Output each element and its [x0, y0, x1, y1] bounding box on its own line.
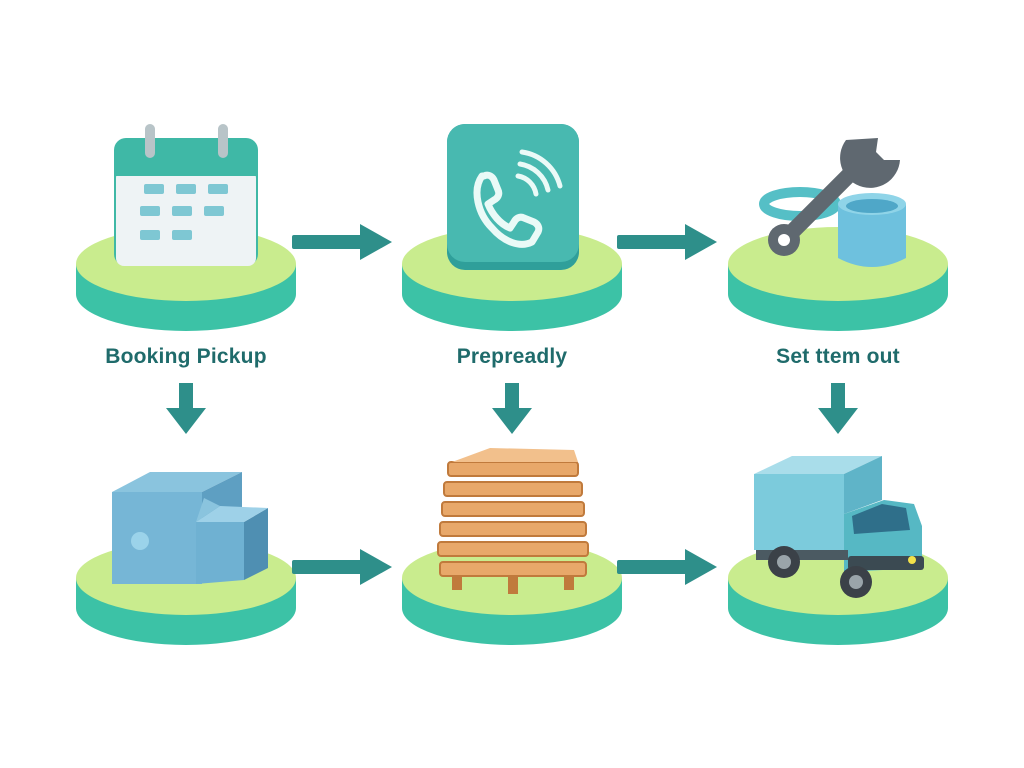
- calendar-icon: [114, 124, 258, 266]
- pallet-stack-icon: [437, 448, 589, 594]
- storage-box-icon: [112, 472, 268, 584]
- step-label-prepreadly: Prepreadly: [456, 345, 568, 368]
- step-label-set-item-out: Set ttem out: [776, 345, 900, 368]
- phone-icon: [447, 124, 579, 270]
- delivery-truck-icon: [754, 456, 924, 598]
- arrow-right-3: [292, 549, 392, 585]
- arrow-right-2: [617, 224, 717, 260]
- arrow-down-1: [166, 383, 206, 434]
- arrow-right-1: [292, 224, 392, 260]
- step-label-booking-pickup: Booking Pickup: [105, 345, 267, 368]
- arrow-right-4: [617, 549, 717, 585]
- arrow-down-2: [492, 383, 532, 434]
- wrench-icon: [759, 138, 906, 267]
- arrow-down-3: [818, 383, 858, 434]
